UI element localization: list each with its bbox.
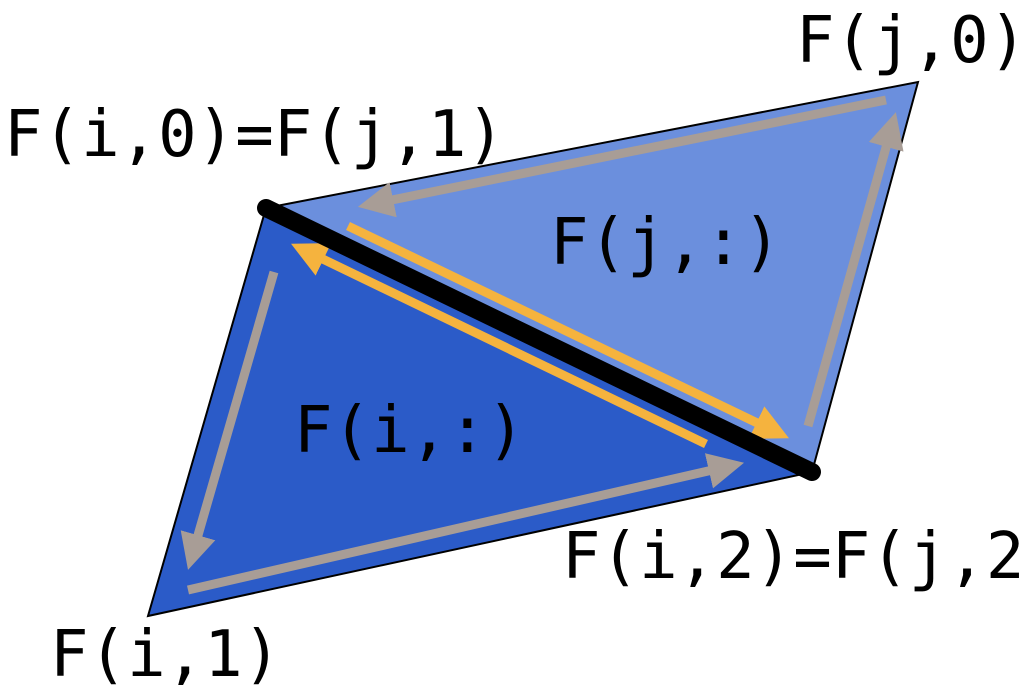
label-vertex-i1: F(i,1) [50,618,281,692]
label-vertex-shared-top: F(i,0)=F(j,1) [4,98,505,172]
label-vertex-shared-bottom: F(i,2)=F(j,2) [562,520,1024,594]
arrow-shared-edge-j [346,221,789,439]
arrow-i-left-edge [180,270,279,570]
arrow-j-right-edge [803,112,904,428]
label-face-j: F(j,:) [550,206,781,280]
arrow-j-top-edge [357,95,887,218]
label-vertex-j0: F(j,0) [796,4,1024,78]
label-face-i: F(i,:) [294,394,525,468]
arrow-shared-edge-i [291,243,708,449]
shared-edge [257,199,821,481]
arrow-i-bottom-edge [186,453,745,595]
